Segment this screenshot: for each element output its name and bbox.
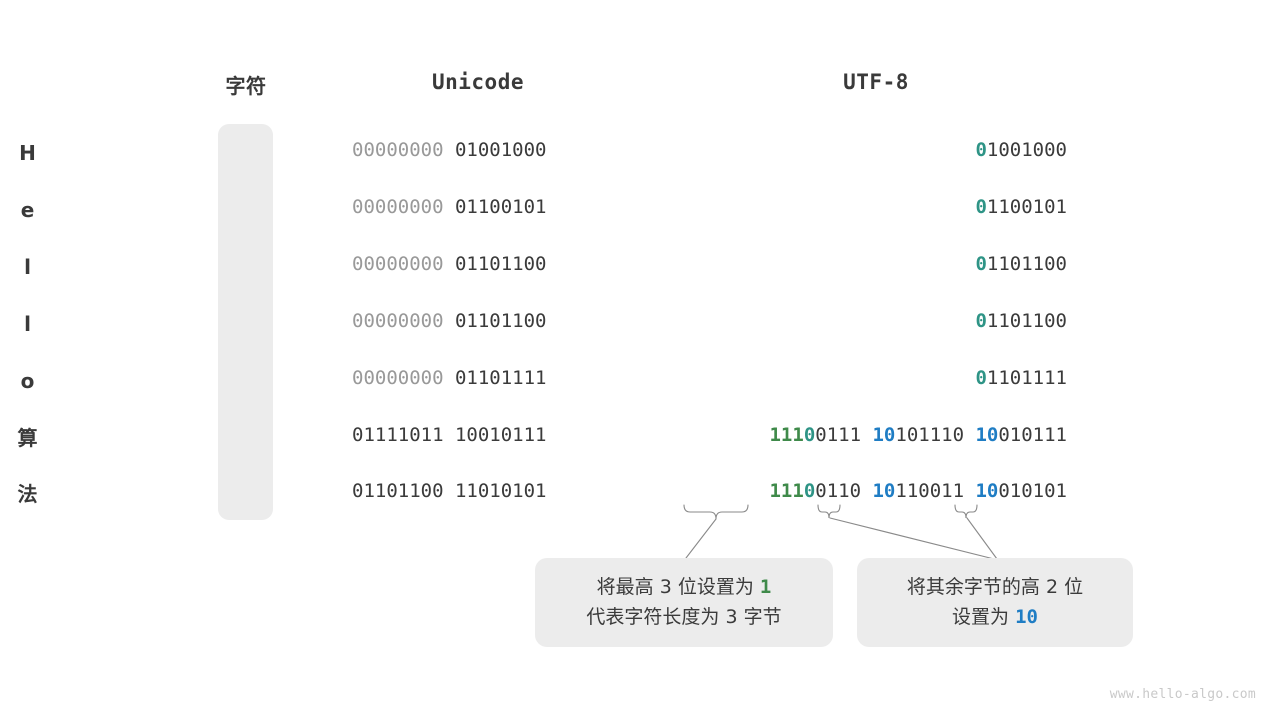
unicode-bits: 01101100 11010101 bbox=[352, 482, 546, 501]
utf8-continuation-marker-bits: 10 bbox=[872, 423, 896, 446]
utf8-payload-bits: 110011 bbox=[895, 480, 965, 503]
unicode-bits: 00000000 01101100 bbox=[352, 252, 547, 275]
brace-leading-bits bbox=[683, 504, 749, 520]
unicode-bits: 00000000 01101111 bbox=[352, 366, 547, 389]
callout-2-highlight: 10 bbox=[1015, 605, 1038, 628]
character-cell: 法 bbox=[17, 482, 38, 507]
character-cell: 算 bbox=[17, 425, 38, 450]
leader-callout-2b bbox=[966, 517, 998, 560]
utf8-bits: 01100101 bbox=[975, 195, 1067, 218]
unicode-value-bits: 01101100 bbox=[443, 252, 547, 275]
watermark: www.hello-algo.com bbox=[1109, 687, 1256, 702]
utf8-bits: 01101100 bbox=[975, 309, 1067, 332]
brace-continuation-2 bbox=[954, 504, 978, 519]
unicode-padding-zeros: 00000000 bbox=[352, 309, 444, 332]
callout-continuation-bits: 将其余字节的高 2 位 设置为 10 bbox=[857, 558, 1133, 647]
column-header-unicode: Unicode bbox=[431, 70, 524, 94]
unicode-bits: 00000000 01101100 bbox=[352, 309, 547, 332]
utf8-ascii-marker-bit: 0 bbox=[975, 252, 987, 275]
utf8-payload-bits: 1101100 bbox=[986, 252, 1067, 275]
utf8-payload-bits: 010101 bbox=[998, 480, 1067, 503]
callout-1-highlight: 1 bbox=[759, 576, 772, 599]
utf8-bits: 01001000 bbox=[975, 141, 1067, 160]
unicode-padding-zeros: 00000000 bbox=[352, 366, 444, 389]
utf8-bits: 01101100 bbox=[975, 252, 1067, 275]
callout-2-line-2: 设置为 10 bbox=[952, 603, 1038, 632]
callout-1-line-2: 代表字符长度为 3 字节 bbox=[586, 605, 782, 628]
utf8-bits: 11100110 10110011 10010101 bbox=[769, 482, 1067, 501]
brace-continuation-1 bbox=[817, 504, 841, 519]
callout-leading-bits: 将最高 3 位设置为 1 代表字符长度为 3 字节 bbox=[535, 558, 833, 647]
unicode-value-bits: 01100101 bbox=[443, 195, 547, 218]
unicode-value-bits: 01101111 bbox=[443, 366, 547, 389]
utf8-bits: 11100111 10101110 10010111 bbox=[769, 423, 1067, 446]
callout-2-line-1: 将其余字节的高 2 位 bbox=[906, 576, 1084, 599]
utf8-length-terminator-bit: 0 bbox=[803, 423, 816, 446]
unicode-padding-zeros: 00000000 bbox=[352, 139, 444, 161]
character-cell: e bbox=[20, 197, 35, 222]
utf8-continuation-marker-bits: 10 bbox=[975, 423, 999, 446]
unicode-bits: 00000000 01100101 bbox=[352, 195, 547, 218]
utf8-length-terminator-bit: 0 bbox=[803, 480, 816, 503]
utf8-continuation-marker-bits: 10 bbox=[872, 480, 896, 503]
utf8-payload-bits: 1101100 bbox=[986, 309, 1067, 332]
leader-callout-2a bbox=[829, 517, 999, 561]
character-cell: l bbox=[24, 254, 31, 279]
column-header-character: 字符 bbox=[225, 74, 267, 98]
unicode-bits: 00000000 01001000 bbox=[352, 141, 546, 160]
character-cell: H bbox=[19, 141, 36, 165]
callout-1-line-1: 将最高 3 位设置为 1 bbox=[597, 573, 772, 602]
column-header-utf8: UTF-8 bbox=[843, 70, 909, 94]
character-cell: l bbox=[24, 311, 31, 336]
character-cell: o bbox=[20, 368, 35, 393]
utf8-payload-bits: 1100101 bbox=[986, 195, 1067, 218]
utf8-ascii-marker-bit: 0 bbox=[975, 366, 987, 389]
unicode-value-bits: 01101100 11010101 bbox=[352, 480, 547, 503]
utf8-payload-bits: 1001000 bbox=[986, 139, 1067, 161]
utf8-length-marker-bits: 111 bbox=[769, 423, 804, 446]
utf8-payload-bits: 010111 bbox=[998, 423, 1067, 446]
utf8-length-marker-bits: 111 bbox=[769, 480, 804, 503]
utf8-ascii-marker-bit: 0 bbox=[975, 195, 987, 218]
unicode-padding-zeros: 00000000 bbox=[352, 195, 444, 218]
utf8-bits: 01101111 bbox=[975, 366, 1067, 389]
character-column-capsule bbox=[218, 124, 273, 520]
unicode-padding-zeros: 00000000 bbox=[352, 252, 444, 275]
utf8-payload-bits: 1101111 bbox=[986, 366, 1067, 389]
unicode-bits: 01111011 10010111 bbox=[352, 423, 547, 446]
utf8-payload-bits: 0111 bbox=[815, 423, 862, 446]
utf8-payload-bits: 101110 bbox=[895, 423, 965, 446]
unicode-value-bits: 01101100 bbox=[443, 309, 547, 332]
utf8-payload-bits: 0110 bbox=[815, 480, 862, 503]
callout-2-line-2-text: 设置为 bbox=[952, 605, 1016, 628]
utf8-continuation-marker-bits: 10 bbox=[975, 480, 999, 503]
unicode-value-bits: 01111011 10010111 bbox=[352, 423, 547, 446]
leader-callout-1 bbox=[685, 518, 717, 559]
callout-1-line-1-text: 将最高 3 位设置为 bbox=[596, 576, 760, 599]
utf8-ascii-marker-bit: 0 bbox=[975, 139, 987, 161]
utf8-ascii-marker-bit: 0 bbox=[975, 309, 987, 332]
unicode-value-bits: 01001000 bbox=[443, 139, 547, 161]
